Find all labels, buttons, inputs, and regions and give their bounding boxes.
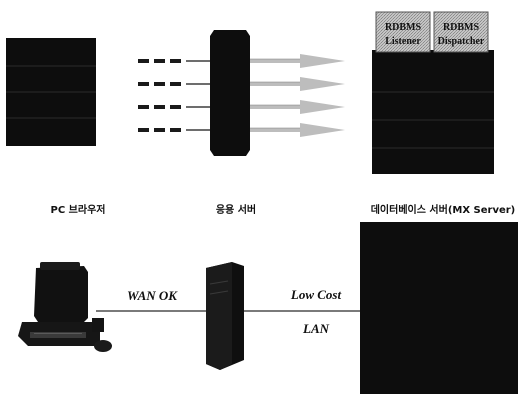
marker-row-3 <box>138 105 214 109</box>
rdbms-listener-line2: Listener <box>385 36 421 47</box>
arrow-2 <box>250 77 345 91</box>
top-client-block <box>6 38 96 146</box>
rdbms-listener-box: RDBMS Listener <box>375 11 431 53</box>
marker-row-1 <box>138 59 214 63</box>
db-server-block <box>360 222 518 394</box>
db-server-tier-label: 데이터베이스 서버(MX Server) <box>371 203 516 216</box>
pc-workstation-icon <box>18 262 112 352</box>
arrow-3 <box>250 100 345 114</box>
rdbms-dispatcher-line1: RDBMS <box>443 22 480 33</box>
marker-row-2 <box>138 82 214 86</box>
wan-label: WAN OK <box>127 288 178 303</box>
rdbms-dispatcher-line2: Dispatcher <box>438 36 485 47</box>
arrow-4 <box>250 123 345 137</box>
lan-label-line1: Low Cost <box>290 287 342 302</box>
top-app-server-block <box>210 30 250 156</box>
connection-markers <box>138 59 214 132</box>
request-arrows <box>250 54 345 137</box>
rdbms-dispatcher-box: RDBMS Dispatcher <box>433 11 489 53</box>
lan-label-line2: LAN <box>302 321 330 336</box>
app-server-tower-icon <box>206 262 244 370</box>
client-tier-label: PC 브라우저 <box>51 203 106 216</box>
marker-row-4 <box>138 128 214 132</box>
rdbms-listener-line1: RDBMS <box>385 22 422 33</box>
arrow-1 <box>250 54 345 68</box>
top-db-server-block: RDBMS Listener RDBMS Dispatcher <box>372 11 494 174</box>
app-server-tier-label: 응용 서버 <box>216 203 256 216</box>
